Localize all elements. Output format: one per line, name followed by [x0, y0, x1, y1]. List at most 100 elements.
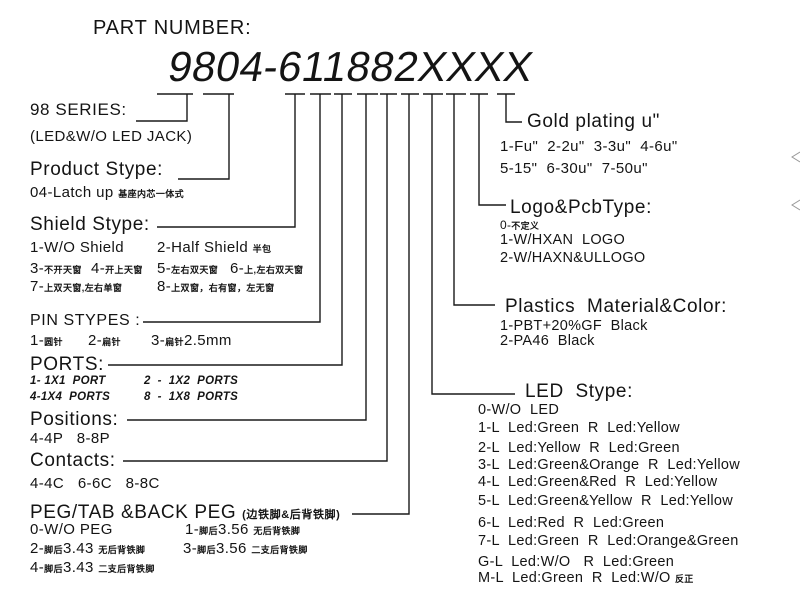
shield-option-4-cn: 开上天窗 — [105, 265, 143, 275]
leader-contacts — [123, 94, 388, 462]
leader-gold — [505, 94, 522, 123]
led-option: 4-L Led:Green&Red R Led:Yellow — [478, 474, 718, 490]
t: 1- — [185, 521, 200, 538]
peg-option-0: 0-W/O PEG — [30, 521, 113, 538]
gold-options-1: 1-Fu" 2-2u" 3-3u" 4-6u" — [500, 138, 678, 155]
contacts-options: 4-4C 6-6C 8-8C — [30, 475, 160, 492]
shield-option-5-text: 5- — [157, 260, 172, 277]
shield-option-4-text: 4- — [91, 260, 106, 277]
shield-option-1: 1-W/O Shield — [30, 239, 124, 256]
led-option: G-L Led:W/O R Led:Green — [478, 554, 675, 570]
peg-option-2-desc: 无后背铁脚 — [98, 545, 146, 555]
pin-option-1: 1-圆针 — [30, 333, 63, 348]
leader-logo — [478, 94, 506, 206]
gold-options-2: 5-15" 6-30u" 7-50u" — [500, 160, 648, 177]
contacts-label: Contacts: — [30, 450, 116, 471]
shield-option-8: 8-上双窗，右有窗，左无窗 — [157, 279, 275, 294]
shield-option-5-cn: 左右双天窗 — [171, 265, 219, 275]
edge-mark-icon — [791, 151, 800, 163]
logo-label: Logo&PcbType: — [510, 197, 652, 218]
pin-option-3: 3-扁针2.5mm — [151, 333, 232, 348]
leader-plastics — [453, 94, 495, 306]
t: 脚后 — [44, 545, 63, 555]
led-option: 6-L Led:Red R Led:Green — [478, 515, 665, 531]
plastics-option-2: 2-PA46 Black — [500, 333, 595, 349]
leader-shield — [157, 94, 296, 228]
series-label: 98 SERIES: — [30, 100, 127, 119]
peg-option-1: 1-脚后3.56 无后背铁脚 — [185, 522, 300, 537]
led-label: LED Stype: — [525, 381, 633, 402]
shield-option-6: 6-上,左右双天窗 — [230, 261, 303, 276]
pin-label: PIN STYPES : — [30, 312, 141, 329]
shield-option-7: 7-上双天窗,左右单窗 — [30, 279, 122, 294]
peg-option-3-desc: 二支后背铁脚 — [251, 545, 308, 555]
shield-option-8-text: 8- — [157, 278, 172, 295]
t: 脚后 — [44, 564, 63, 574]
led-option: 7-L Led:Green R Led:Orange&Green — [478, 533, 739, 549]
leader-series — [136, 94, 188, 122]
shield-option-3-cn: 不开天窗 — [44, 265, 82, 275]
product-option: 04-Latch up 基座内芯一体式 — [30, 185, 184, 200]
ports-option-1: 1- 1X1 PORT — [30, 375, 106, 387]
pin-option-2: 2-扁针 — [88, 333, 121, 348]
peg-option-2-value: 3.43 — [62, 540, 94, 557]
led-option: M-L Led:Green R Led:W/O 反正 — [478, 571, 694, 586]
pin-option-1-cn: 圆针 — [44, 337, 63, 347]
product-label: Product Stype: — [30, 159, 164, 180]
peg-option-1-value: 3.56 — [217, 521, 249, 538]
plastics-option-1: 1-PBT+20%GF Black — [500, 318, 648, 334]
shield-label: Shield Stype: — [30, 214, 150, 235]
led-option: 3-L Led:Green&Orange R Led:Yellow — [478, 457, 741, 473]
logo-option-0: 0-不定义 — [500, 219, 539, 231]
shield-option-2-text: 2-Half Shield — [157, 239, 249, 256]
shield-option-4: 4-开上天窗 — [91, 261, 143, 276]
leader-pin — [143, 94, 321, 323]
title: PART NUMBER: — [93, 17, 252, 39]
logo-option-2: 2-W/HAXN&ULLOGO — [500, 250, 646, 266]
t: 脚后 — [199, 526, 218, 536]
peg-option-4-value: 3.43 — [62, 559, 94, 576]
ports-option-8: 8 - 1X8 PORTS — [144, 391, 239, 403]
t: 脚后 — [197, 545, 216, 555]
peg-option-4-desc: 二支后背铁脚 — [98, 564, 155, 574]
ports-option-4: 4-1X4 PORTS — [30, 391, 111, 403]
peg-label: PEG/TAB &BACK PEG (边铁脚&后背铁脚) — [30, 503, 340, 522]
peg-option-3: 3-脚后3.56 二支后背铁脚 — [183, 541, 308, 556]
t: 0- — [500, 218, 512, 232]
logo-option-0-cn: 不定义 — [511, 221, 540, 231]
shield-option-2: 2-Half Shield 半包 — [157, 240, 271, 255]
pin-option-3-text: 3- — [151, 332, 166, 349]
peg-option-2: 2-脚后3.43 无后背铁脚 — [30, 541, 145, 556]
leader-product — [178, 94, 230, 180]
pin-option-2-cn: 扁针 — [102, 337, 121, 347]
pin-option-2-text: 2- — [88, 332, 103, 349]
gold-label: Gold plating u" — [527, 111, 660, 132]
peg-option-4: 4-脚后3.43 二支后背铁脚 — [30, 560, 155, 575]
shield-option-2-cn: 半包 — [252, 244, 272, 254]
led-option: 0-W/O LED — [478, 402, 560, 418]
t: M-L Led:Green R Led:W/O — [478, 570, 671, 586]
led-option: 2-L Led:Yellow R Led:Green — [478, 440, 680, 456]
t: 3- — [183, 540, 198, 557]
peg-label-text: PEG/TAB &BACK PEG — [30, 502, 237, 523]
t: 2- — [30, 540, 45, 557]
leader-positions — [127, 94, 367, 421]
peg-option-1-desc: 无后背铁脚 — [253, 526, 301, 536]
peg-option-3-value: 3.56 — [215, 540, 247, 557]
ports-option-2: 2 - 1X2 PORTS — [144, 375, 239, 387]
pin-option-3-size: 2.5mm — [183, 332, 232, 349]
part-number: 9804-611882XXXX — [164, 43, 537, 90]
shield-option-3: 3-不开天窗 — [30, 261, 82, 276]
shield-option-7-cn: 上双天窗,左右单窗 — [44, 283, 123, 293]
shield-option-6-text: 6- — [230, 260, 245, 277]
edge-mark-icon — [791, 199, 800, 211]
shield-option-7-text: 7- — [30, 278, 45, 295]
series-note: (LED&W/O LED JACK) — [30, 128, 193, 145]
logo-option-1: 1-W/HXAN LOGO — [500, 232, 626, 248]
pin-option-1-text: 1- — [30, 332, 45, 349]
shield-option-8-cn: 上双窗，右有窗，左无窗 — [171, 283, 275, 293]
led-option: 5-L Led:Green&Yellow R Led:Yellow — [478, 493, 734, 509]
positions-options: 4-4P 8-8P — [30, 430, 111, 447]
leader-led — [431, 94, 515, 395]
